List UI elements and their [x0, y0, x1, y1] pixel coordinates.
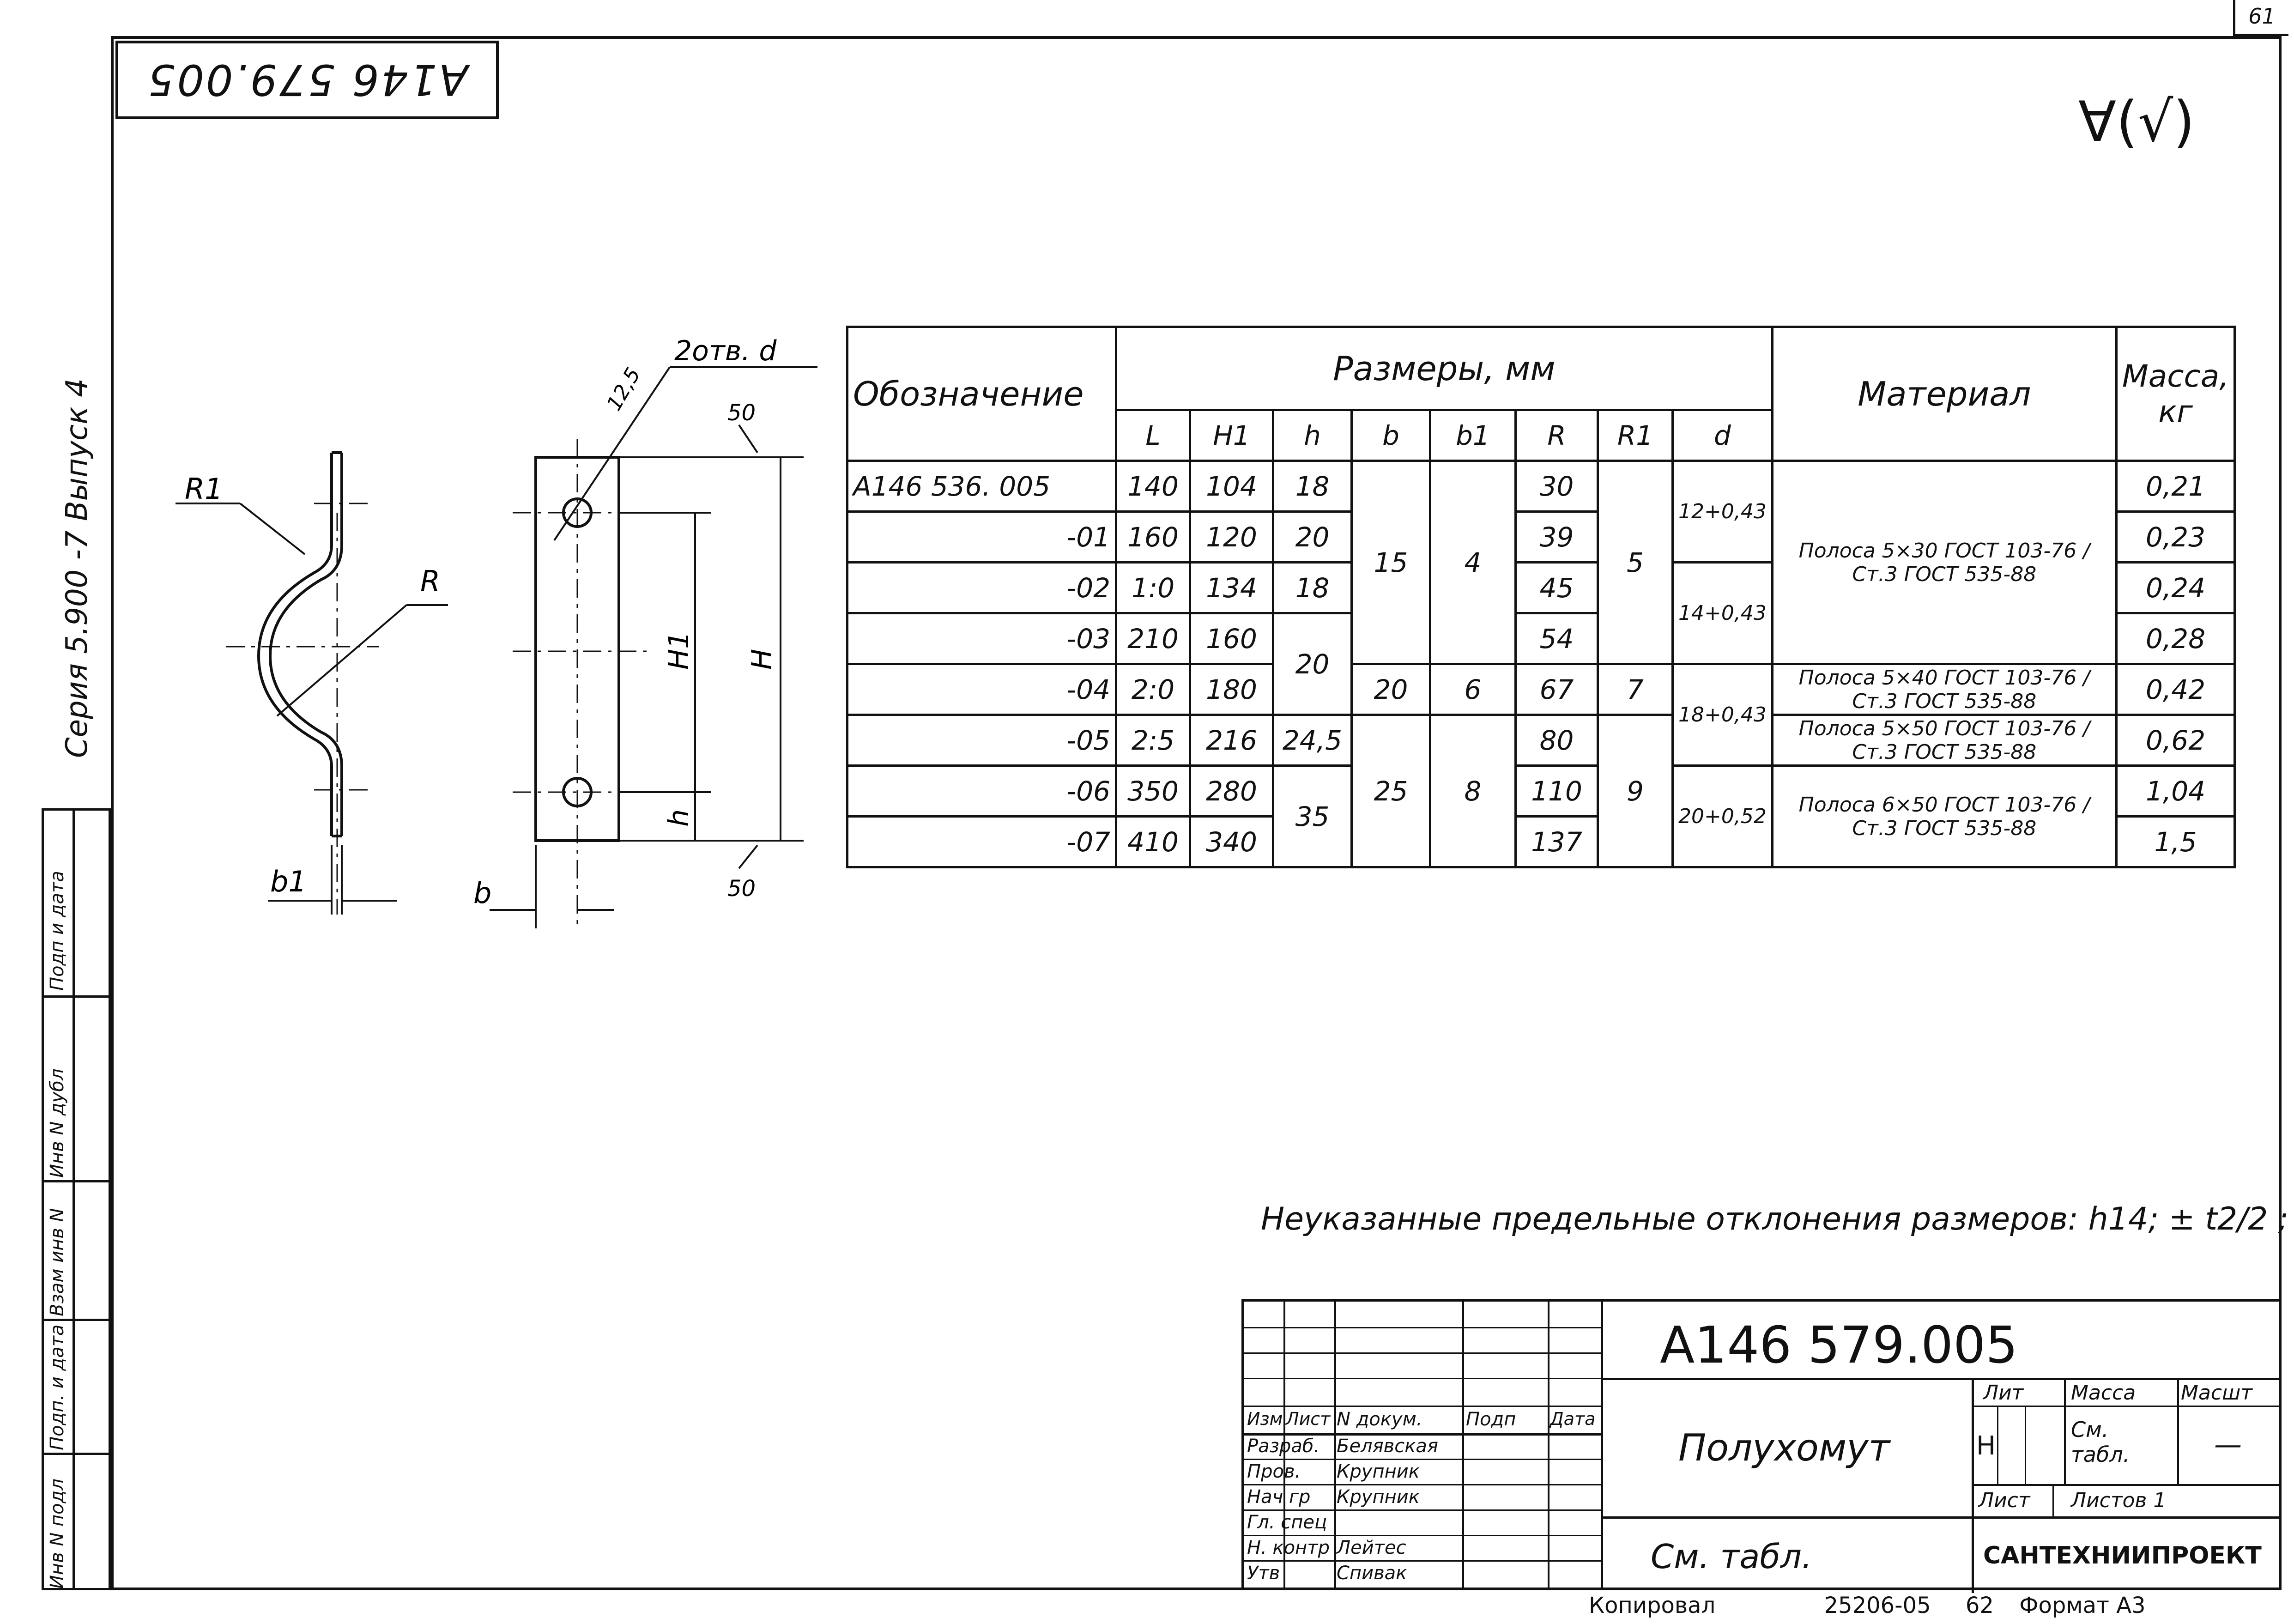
table-row: -03 210 160 20 54 0,28 — [846, 612, 2236, 716]
table-row: -07 410 340 137 1,5 — [846, 815, 2236, 868]
table-row: А146 536. 005 140 104 18 15 4 30 5 12+0,… — [846, 460, 2236, 665]
rotated-stamp: А146 579.005 — [115, 41, 499, 119]
label-b: b — [473, 876, 491, 910]
table-row: -06 350 280 35 110 20+0,52 Полоса 6×50 Г… — [846, 764, 2236, 868]
title-name: Полухомут — [1678, 1426, 1890, 1469]
header-designation: Обозначение — [846, 326, 1117, 462]
organization: САНТЕХНИИПРОЕКТ — [1983, 1542, 2262, 1569]
table-row: -05 2:5 216 24,5 25 8 80 9 Полоса 5×50 Г… — [846, 714, 2236, 868]
label-h-big: H — [746, 649, 778, 670]
side-strip: Подп и дата Инв N дубл Взам инв N Подп. … — [42, 808, 111, 1590]
drawing-frame — [111, 36, 2282, 1590]
label-dim-12-5: 12,5 — [602, 364, 645, 414]
side-view-drawing: R1 R b1 — [176, 451, 448, 915]
side-label-3: Взам инв N — [47, 1208, 68, 1316]
header-mass: Масса, кг — [2115, 326, 2236, 462]
sub-h1: H1 — [1189, 409, 1274, 462]
table-row: -02 1:0 134 18 45 14+0,43 0,24 — [846, 561, 2236, 665]
label-h-small: h — [663, 809, 695, 827]
header-material: Материал — [1771, 326, 2118, 462]
sub-b: b — [1350, 409, 1431, 462]
title-ref: См. табл. — [1651, 1537, 1812, 1576]
side-label-2: Подп. и дата — [47, 1324, 68, 1450]
specification-table: Обозначение Размеры, мм Материал Масса, … — [846, 326, 2236, 868]
table-row: -04 2:0 180 20 6 67 7 18+0,43 Полоса 5×4… — [846, 663, 2236, 767]
copy-line: Копировал 25206-05 62 Формат А3 — [1589, 1593, 2146, 1618]
label-dim-50-top: 50 — [727, 400, 756, 426]
label-holes: 2отв. d — [674, 335, 777, 367]
title-block: Изм Лист N докум. Подп Дата Разраб. Беля… — [1241, 1299, 2282, 1593]
side-label-4: Инв N дубл — [47, 1068, 68, 1178]
sub-d: d — [1671, 409, 1773, 462]
stamp-code: А146 579.005 — [146, 55, 468, 105]
label-b1: b1 — [270, 865, 307, 898]
front-view-drawing: 2отв. d 12,5 50 50 H1 H h b — [473, 335, 817, 928]
label-r: R — [420, 564, 440, 598]
series-text: Серия 5.900 -7 Выпуск 4 — [60, 378, 94, 758]
sub-r1: R1 — [1597, 409, 1674, 462]
sub-b1: b1 — [1429, 409, 1517, 462]
sheet-number: 61 — [2233, 0, 2288, 36]
title-code: А146 579.005 — [1660, 1315, 2018, 1375]
sub-l: L — [1115, 409, 1191, 462]
tolerance-note: Неуказанные предельные отклонения размер… — [1261, 1201, 2288, 1237]
table-row: -01 160 120 20 39 0,23 — [846, 510, 2236, 564]
side-label-1: Инв N подл — [47, 1479, 68, 1589]
roughness-symbol: ∀(√) — [2078, 90, 2195, 154]
label-dim-50-bottom: 50 — [727, 876, 756, 902]
label-r1: R1 — [185, 472, 223, 506]
header-dimensions: Размеры, мм — [1115, 326, 1773, 411]
label-h1: H1 — [663, 631, 695, 670]
side-label-5: Подп и дата — [47, 871, 68, 991]
sub-r: R — [1514, 409, 1599, 462]
sub-h: h — [1272, 409, 1353, 462]
